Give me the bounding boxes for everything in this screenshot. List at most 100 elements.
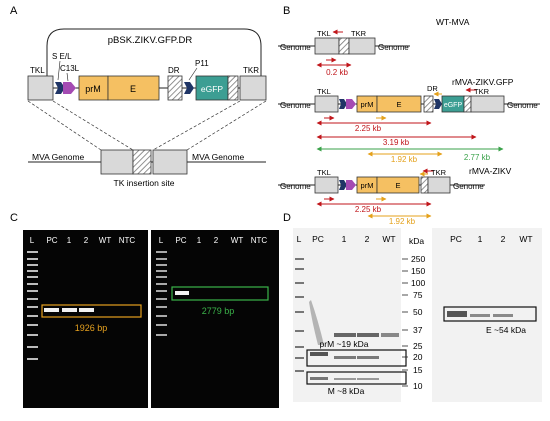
marker-250: 250 bbox=[411, 254, 425, 264]
zikv-size-225: 2.25 kb bbox=[355, 205, 382, 214]
gel1-lane-wt: WT bbox=[99, 236, 112, 245]
zikv-e bbox=[376, 176, 420, 194]
leader-p11 bbox=[188, 67, 198, 81]
gel1-lane-pc: PC bbox=[46, 236, 57, 245]
zikv-dr bbox=[420, 176, 429, 194]
plasmid-name: pBSK.ZIKV.GFP.DR bbox=[108, 35, 193, 46]
wt-amplicon-size: 0.2 kb bbox=[326, 68, 348, 77]
zikv-genome-right: Genome bbox=[453, 182, 484, 191]
blot1-band-pc-8 bbox=[310, 377, 328, 380]
kda-marker-column: kDa 250 150 100 75 50 37 25 20 15 10 bbox=[402, 236, 425, 391]
zikv-genome-left: Genome bbox=[280, 182, 311, 191]
marker-37: 37 bbox=[413, 325, 423, 335]
recomb-dash-1 bbox=[27, 100, 102, 151]
recomb-dash-2 bbox=[52, 100, 134, 151]
panel-label-c: C bbox=[10, 212, 18, 224]
gel1-lane-l: L bbox=[30, 236, 35, 245]
segment-e bbox=[107, 75, 160, 101]
gel1-ladder bbox=[27, 251, 38, 360]
kda-unit: kDa bbox=[409, 236, 424, 246]
gel2-ladder bbox=[156, 251, 167, 336]
gfp-name: rMVA-ZIKV.GFP bbox=[452, 77, 514, 87]
blot2-e-label: E ~54 kDa bbox=[486, 325, 526, 335]
gel2-lane-l: L bbox=[159, 236, 164, 245]
segment-prm bbox=[78, 75, 109, 101]
wt-mva-name: WT-MVA bbox=[436, 17, 470, 27]
marker-25: 25 bbox=[413, 341, 423, 351]
gel1-band-2 bbox=[79, 308, 94, 312]
gel2-lane-pc: PC bbox=[175, 236, 186, 245]
gfp-tkl-label: TKL bbox=[317, 87, 331, 96]
blot1-ladder bbox=[295, 258, 304, 372]
leader-se bbox=[57, 60, 61, 81]
gfp-p11-arrow bbox=[434, 99, 442, 109]
blot1-m-label: M ~8 kDa bbox=[328, 386, 365, 396]
gel2-lane-ntc: NTC bbox=[251, 236, 268, 245]
marker-100: 100 bbox=[411, 278, 425, 288]
label-egfp: eGFP bbox=[201, 84, 224, 94]
label-e: E bbox=[130, 84, 136, 94]
blot1-smear-pc bbox=[309, 300, 324, 345]
gfp-genome-left: Genome bbox=[280, 101, 311, 110]
marker-150: 150 bbox=[411, 266, 425, 276]
gfp-dr-1 bbox=[423, 95, 434, 113]
western-blot-prm bbox=[293, 228, 401, 402]
mva-genome-left: MVA Genome bbox=[32, 152, 85, 162]
blot1-lane-l: L bbox=[297, 234, 302, 244]
blot1-band-1-19 bbox=[334, 356, 356, 359]
gel-1926 bbox=[23, 230, 148, 408]
panel-label-b: B bbox=[283, 5, 290, 17]
gfp-dr-label: DR bbox=[427, 84, 438, 93]
gfp-size-277: 2.77 kb bbox=[464, 153, 491, 162]
wt-genome-right: Genome bbox=[378, 43, 409, 52]
blot2-lane-2: 2 bbox=[501, 234, 506, 244]
gfp-tkr-label: TKR bbox=[474, 87, 490, 96]
zikv-tkr-label: TKR bbox=[431, 168, 447, 177]
blot1-band-2-30 bbox=[357, 333, 379, 337]
panel-a-construct: pBSK.ZIKV.GFP.DR S E/L C13L P11 TKL DR T… bbox=[27, 28, 267, 188]
label-prm: prM bbox=[85, 84, 101, 94]
blot1-lane-pc: PC bbox=[312, 234, 324, 244]
blot2-lane-pc: PC bbox=[450, 234, 462, 244]
se-promoter-arrow bbox=[55, 82, 65, 94]
gfp-se-arrow bbox=[339, 99, 347, 109]
zikv-se-arrow bbox=[339, 180, 347, 190]
label-c13l: C13L bbox=[60, 64, 80, 73]
blot1-prm-label: prM ~19 kDa bbox=[320, 339, 369, 349]
wt-tkl bbox=[314, 37, 340, 55]
marker-15: 15 bbox=[413, 365, 423, 375]
panel-label-a: A bbox=[10, 5, 18, 17]
segment-egfp bbox=[195, 75, 229, 101]
panel-c-gel-1: L PC 1 2 WT NTC 1926 bp bbox=[27, 236, 142, 360]
gel2-band-pc bbox=[175, 291, 189, 295]
gel-2779 bbox=[151, 230, 279, 408]
leader-c13l bbox=[66, 72, 69, 82]
plasmid-backbone bbox=[46, 28, 262, 76]
gfp-size-192: 1.92 kb bbox=[391, 155, 418, 164]
blot1-band-wt-30 bbox=[381, 333, 399, 337]
blot1-band-2-8 bbox=[357, 378, 379, 380]
blot2-band-1 bbox=[470, 314, 490, 317]
mva-tkl bbox=[100, 149, 134, 175]
label-se: S E/L bbox=[52, 52, 72, 61]
mva-tkr bbox=[152, 149, 188, 175]
zikv-e-label: E bbox=[395, 181, 400, 190]
mva-dr bbox=[132, 149, 152, 175]
wt-genome-left: Genome bbox=[280, 43, 311, 52]
blot1-lane-2: 2 bbox=[365, 234, 370, 244]
blot1-band-2-19 bbox=[357, 356, 379, 359]
label-dr: DR bbox=[168, 66, 180, 75]
label-tkl: TKL bbox=[30, 66, 45, 75]
gel1-lane-ntc: NTC bbox=[119, 236, 136, 245]
marker-10: 10 bbox=[413, 381, 423, 391]
blot2-band-2 bbox=[493, 314, 513, 317]
wt-tkl-label: TKL bbox=[317, 29, 331, 38]
blot2-e-box bbox=[443, 306, 537, 322]
blot1-band-pc-19 bbox=[310, 352, 328, 356]
gel1-band-box bbox=[41, 304, 142, 318]
gel2-lane-wt: WT bbox=[231, 236, 244, 245]
gel1-lane-2: 2 bbox=[84, 236, 89, 245]
blot1-prm-box bbox=[306, 349, 407, 367]
gel1-lane-1: 1 bbox=[67, 236, 72, 245]
